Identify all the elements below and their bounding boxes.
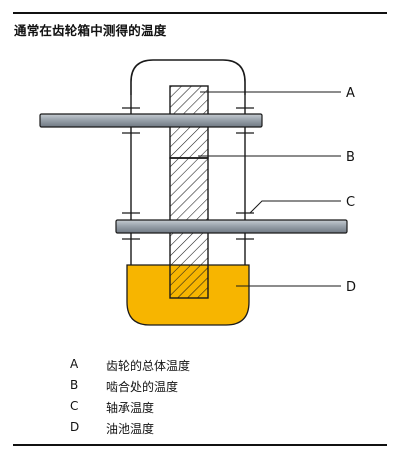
gearbox-housing: [130, 59, 246, 95]
bearing-lower-left: [122, 212, 140, 240]
legend-key: C: [70, 399, 79, 413]
figure-title: 通常在齿轮箱中测得的温度: [14, 23, 167, 38]
callout-a: A: [346, 86, 355, 101]
legend-text: 啮合处的温度: [106, 380, 179, 394]
legend-key: B: [70, 378, 79, 392]
callout-c: C: [346, 195, 355, 210]
leader-line-c: [249, 200, 341, 214]
bottom-rule: [13, 444, 387, 446]
bearing-upper-left: [122, 107, 140, 134]
legend-key: D: [70, 420, 80, 434]
input-shaft: [39, 113, 263, 128]
bearing-lower-right: [236, 212, 254, 240]
output-shaft: [115, 219, 348, 234]
top-rule: [13, 12, 387, 14]
callout-d: D: [346, 280, 356, 295]
callout-b: B: [346, 150, 355, 165]
legend-text: 油池温度: [106, 422, 155, 436]
legend-text: 齿轮的总体温度: [106, 359, 191, 373]
legend-key: A: [70, 357, 79, 371]
legend-text: 轴承温度: [106, 401, 155, 415]
bearing-upper-right: [236, 107, 254, 134]
